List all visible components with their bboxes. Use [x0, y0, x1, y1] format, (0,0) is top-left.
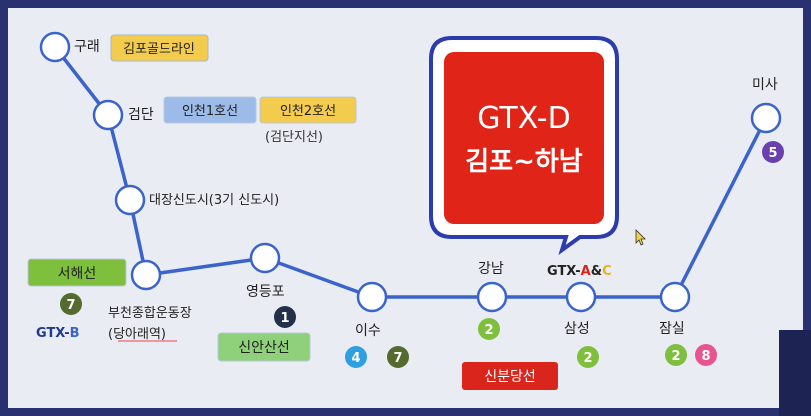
line7-isu-number: 7	[393, 351, 402, 366]
line4-number: 4	[351, 351, 360, 366]
seohae-label: 서해선	[58, 266, 97, 282]
sinansan-label: 신안산선	[238, 340, 290, 356]
line5-misa-icon	[762, 141, 784, 163]
line5-misa-number: 5	[768, 146, 777, 161]
station-label-yeongdeungpo: 영등포	[246, 284, 285, 300]
incheon2-label: 인천2호선	[280, 104, 336, 119]
station-label-jamsil: 잠실	[659, 321, 685, 337]
line2-jamsil-number: 2	[671, 349, 680, 364]
line2-gangnam-number: 2	[484, 323, 493, 338]
station-node-daejang[interactable]	[114, 184, 146, 216]
gtx-ac-prefix: GTX-	[547, 264, 581, 279]
gimpo-gold-label: 김포골드라인	[123, 42, 195, 57]
line7-number: 7	[66, 298, 75, 313]
station-label-daejang: 대장신도시(3기 신도시)	[149, 193, 279, 208]
gtx-b-label: GTX-B	[36, 326, 80, 341]
callout-subtitle: 김포~하남	[465, 147, 583, 177]
gtx-ac-amp: &	[591, 264, 602, 279]
line7-icon	[60, 293, 82, 315]
station-node-gurae[interactable]	[39, 31, 71, 63]
gtx-d-route-line	[53, 45, 768, 299]
station-node-samseong[interactable]	[565, 281, 597, 313]
map-canvas-right	[779, 8, 803, 330]
gtx-ac-c: C	[602, 264, 612, 279]
station-node-misa[interactable]	[750, 102, 782, 134]
callout-box	[444, 52, 604, 224]
callout-title: GTX-D	[477, 101, 571, 136]
incheon2-badge	[259, 96, 357, 124]
line2-samseong-icon	[577, 346, 599, 368]
station-label-gangnam: 강남	[478, 261, 504, 277]
line7-isu-icon	[387, 346, 409, 368]
line8-jamsil-number: 8	[701, 349, 710, 364]
station-node-jamsil[interactable]	[659, 281, 691, 313]
gtx-ac-label: GTX-A&C	[547, 264, 612, 279]
sinansan-badge	[217, 332, 311, 362]
line1-number: 1	[280, 311, 289, 326]
station-label-geomdan: 검단	[128, 107, 154, 123]
gimpo-gold-badge	[110, 34, 209, 62]
sinbundang-label: 신분당선	[484, 369, 536, 385]
line8-jamsil-icon	[695, 344, 717, 366]
station-label-isu: 이수	[355, 323, 381, 339]
line2-samseong-number: 2	[583, 351, 592, 366]
station-label-misa: 미사	[752, 77, 778, 93]
mouse-cursor-icon	[635, 229, 646, 246]
line2-jamsil-icon	[665, 344, 687, 366]
station-label-bucheon-sub: (당아래역)	[108, 327, 166, 342]
station-node-geomdan[interactable]	[92, 99, 124, 131]
line2-gangnam-icon	[478, 318, 500, 340]
seohae-badge	[27, 258, 127, 287]
station-label-samseong: 삼성	[564, 321, 590, 337]
station-label-bucheon: 부천종합운동장	[108, 306, 192, 321]
gtx-b-prefix: GTX-	[36, 326, 70, 341]
gtx-b-suffix: B	[70, 326, 80, 341]
station-node-yeongdeungpo[interactable]	[249, 242, 281, 274]
station-node-isu[interactable]	[356, 281, 388, 313]
slide-corner	[779, 330, 811, 416]
station-node-gangnam[interactable]	[476, 281, 508, 313]
station-node-bucheon[interactable]	[130, 259, 162, 291]
gtx-ac-a: A	[581, 264, 591, 279]
incheon1-label: 인천1호선	[182, 104, 238, 119]
incheon2-sub-label: (검단지선)	[265, 130, 323, 145]
station-label-gurae: 구래	[74, 39, 100, 55]
line4-icon	[345, 346, 367, 368]
incheon1-badge	[163, 96, 257, 124]
sinbundang-badge	[462, 362, 558, 390]
line1-icon	[274, 306, 296, 328]
